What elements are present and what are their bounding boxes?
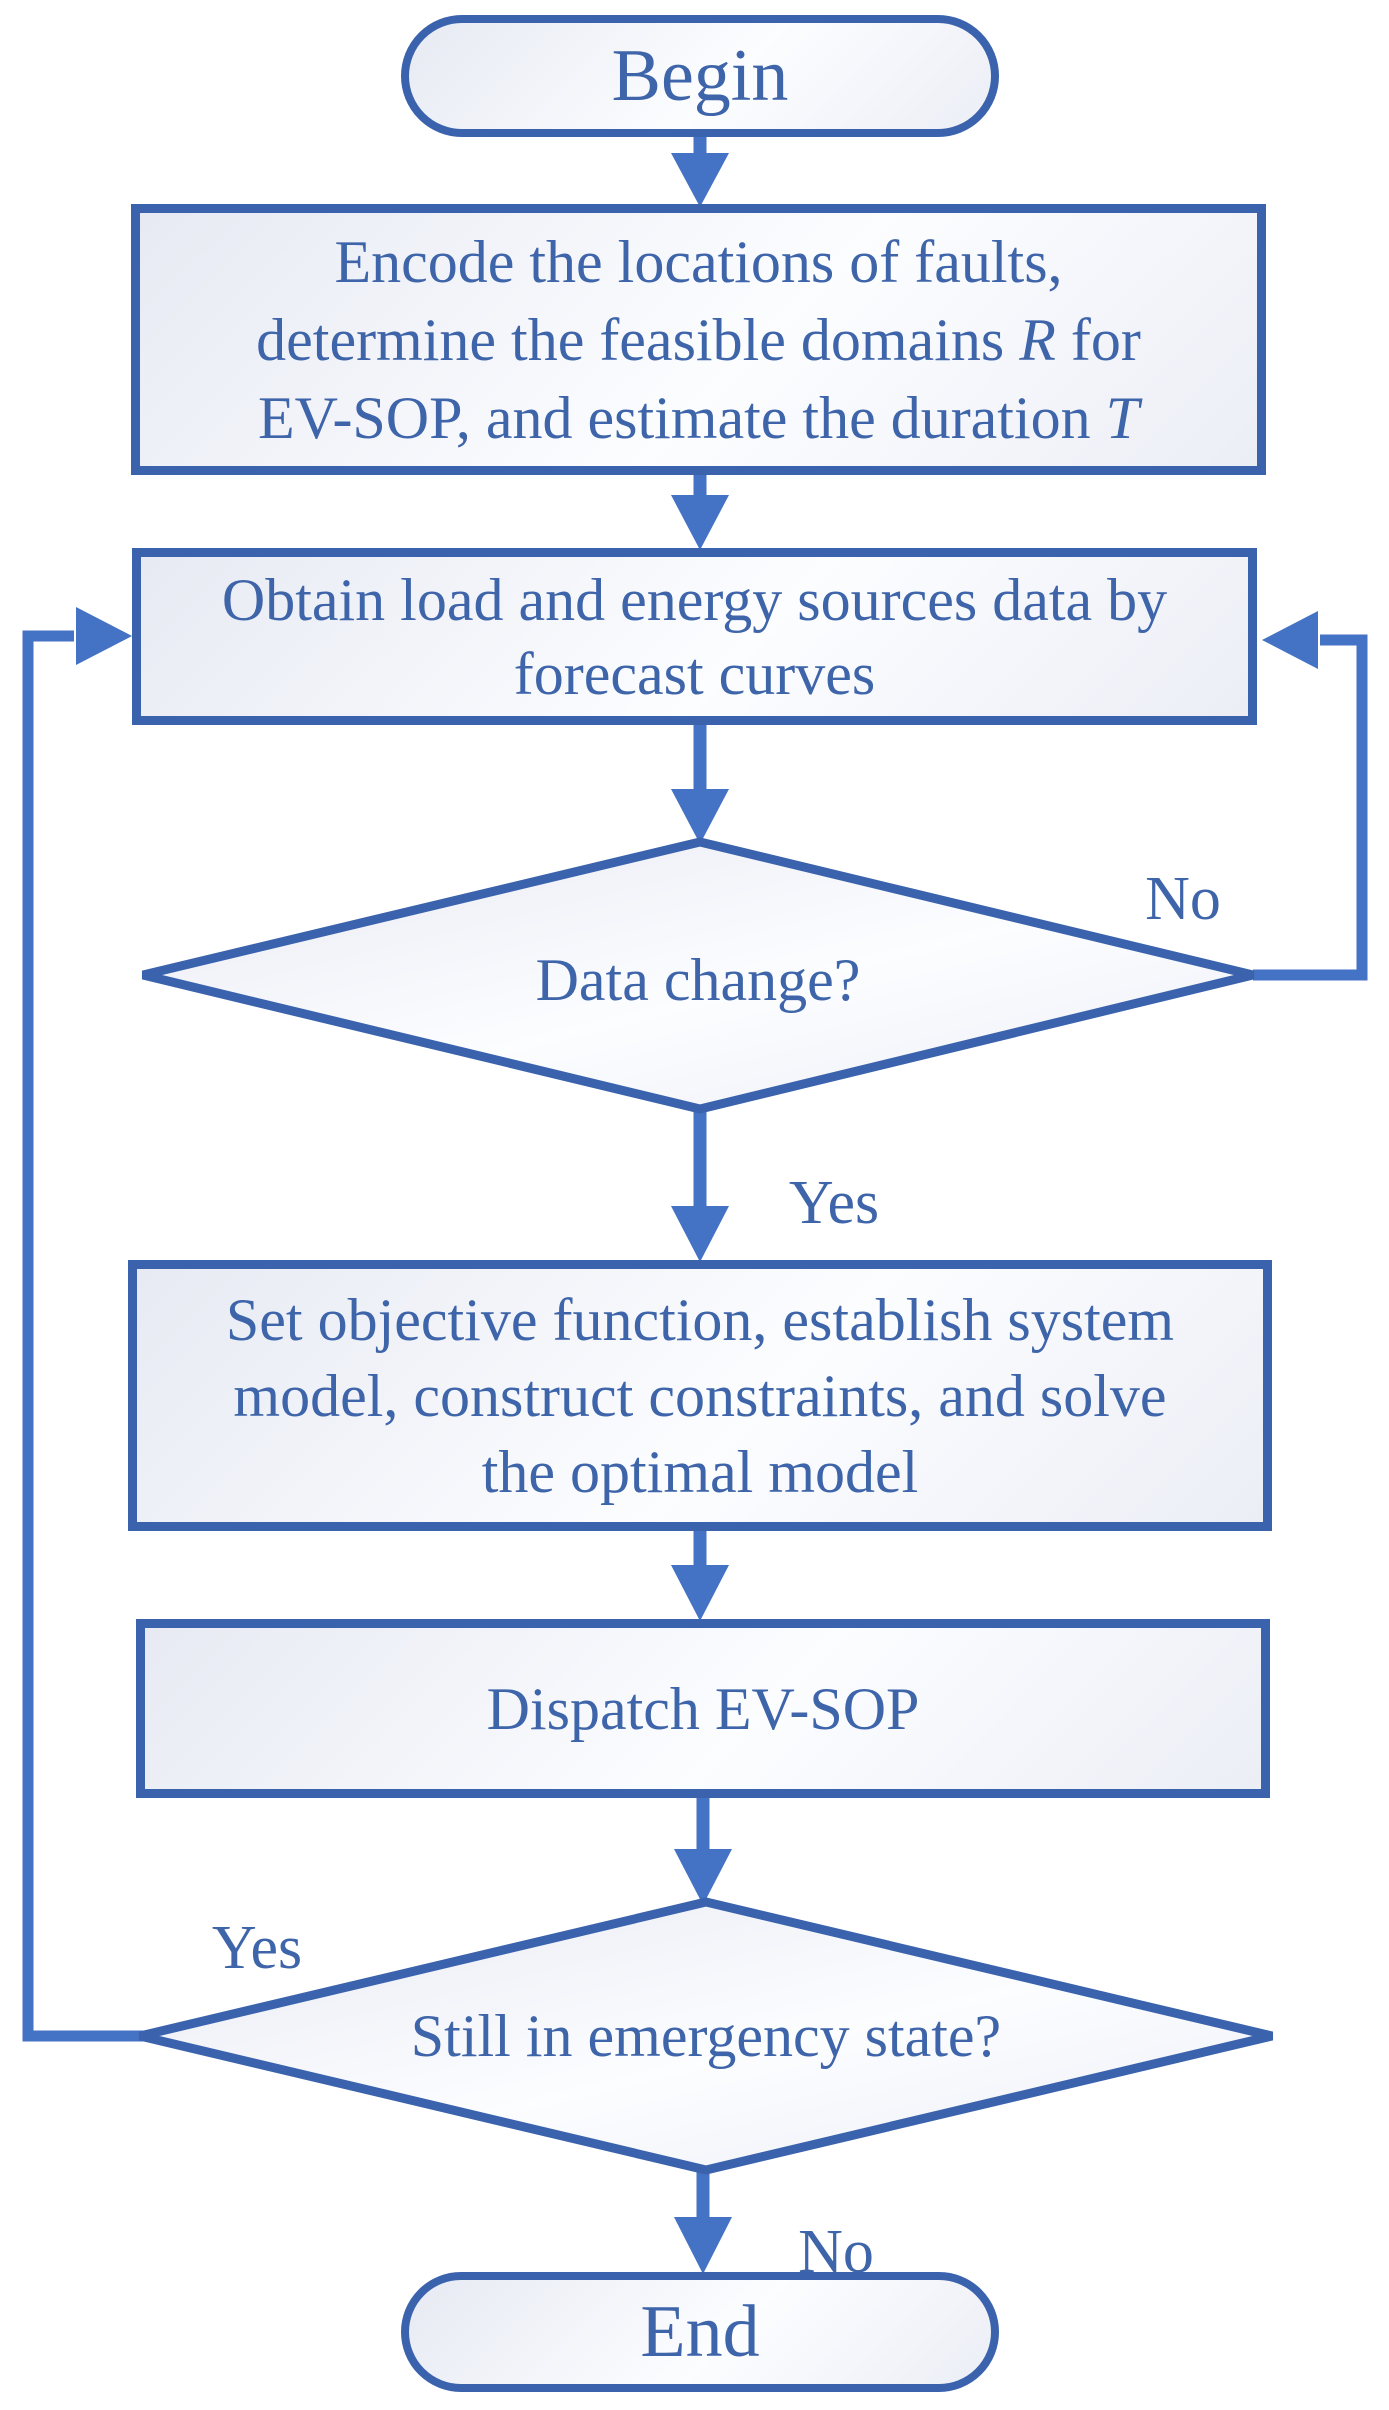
- arrowhead-left-icon: [1262, 611, 1318, 669]
- connector-obtain-to-data-change: [671, 720, 729, 844]
- dispatch-label: Dispatch EV-SOP: [486, 1675, 920, 1742]
- encode-node: Encode the locations of faults, determin…: [131, 204, 1266, 475]
- emergency-diamond: [138, 1897, 1274, 2175]
- set-objective-line-1: Set objective function, establish system: [225, 1286, 1175, 1353]
- connector-begin-to-encode: [671, 130, 729, 207]
- loop-line: [1253, 634, 1368, 981]
- arrowhead-right-icon: [76, 607, 132, 665]
- connector-emergency-no-to-end: [674, 2165, 732, 2274]
- arrowhead-down-icon: [671, 1565, 729, 1621]
- data-change-label: Data change?: [535, 947, 861, 1013]
- encode-line-1: Encode the locations of faults,: [334, 228, 1063, 295]
- arrowhead-down-icon: [674, 2217, 732, 2274]
- set-objective-line-3: the optimal model: [481, 1438, 919, 1505]
- begin-node: Begin: [401, 15, 999, 137]
- arrowhead-down-icon: [671, 1206, 729, 1262]
- encode-line-2: determine the feasible domains R for: [256, 306, 1141, 373]
- edge-label-emergency-no: No: [798, 2218, 874, 2286]
- end-node: End: [401, 2272, 999, 2392]
- edge-label-data-change-yes: Yes: [788, 1169, 880, 1237]
- connector-encode-to-obtain: [671, 470, 729, 550]
- arrowhead-down-icon: [671, 495, 729, 550]
- end-label: End: [640, 2291, 760, 2373]
- dispatch-node: Dispatch EV-SOP: [136, 1619, 1270, 1798]
- emergency-label: Still in emergency state?: [410, 2003, 1002, 2069]
- arrowhead-down-icon: [671, 789, 729, 844]
- set-objective-node: Set objective function, establish system…: [128, 1260, 1272, 1531]
- encode-line-3: EV-SOP, and estimate the duration T: [257, 384, 1140, 451]
- edge-label-emergency-yes: Yes: [211, 1914, 303, 1982]
- set-objective-line-2: model, construct constraints, and solve: [233, 1362, 1167, 1429]
- arrowhead-down-icon: [674, 1849, 732, 1905]
- arrowhead-down-icon: [671, 153, 729, 207]
- loop-line: [22, 630, 143, 2042]
- obtain-data-node: Obtain load and energy sources data by f…: [132, 548, 1257, 725]
- connector-data-change-yes-to-set-objective: [671, 1105, 729, 1262]
- variable-T: T: [1105, 384, 1140, 451]
- connector-dispatch-to-emergency: [674, 1794, 732, 1905]
- connector-set-objective-to-dispatch: [671, 1527, 729, 1621]
- obtain-line-1: Obtain load and energy sources data by: [221, 566, 1168, 633]
- obtain-line-2: forecast curves: [513, 640, 876, 707]
- data-change-diamond: [141, 837, 1255, 1114]
- begin-label: Begin: [611, 35, 789, 117]
- connector-emergency-yes-loop: [22, 607, 143, 2042]
- connector-data-change-no-loop: [1253, 611, 1368, 981]
- variable-R: R: [1019, 306, 1056, 373]
- edge-label-data-change-no: No: [1145, 865, 1221, 933]
